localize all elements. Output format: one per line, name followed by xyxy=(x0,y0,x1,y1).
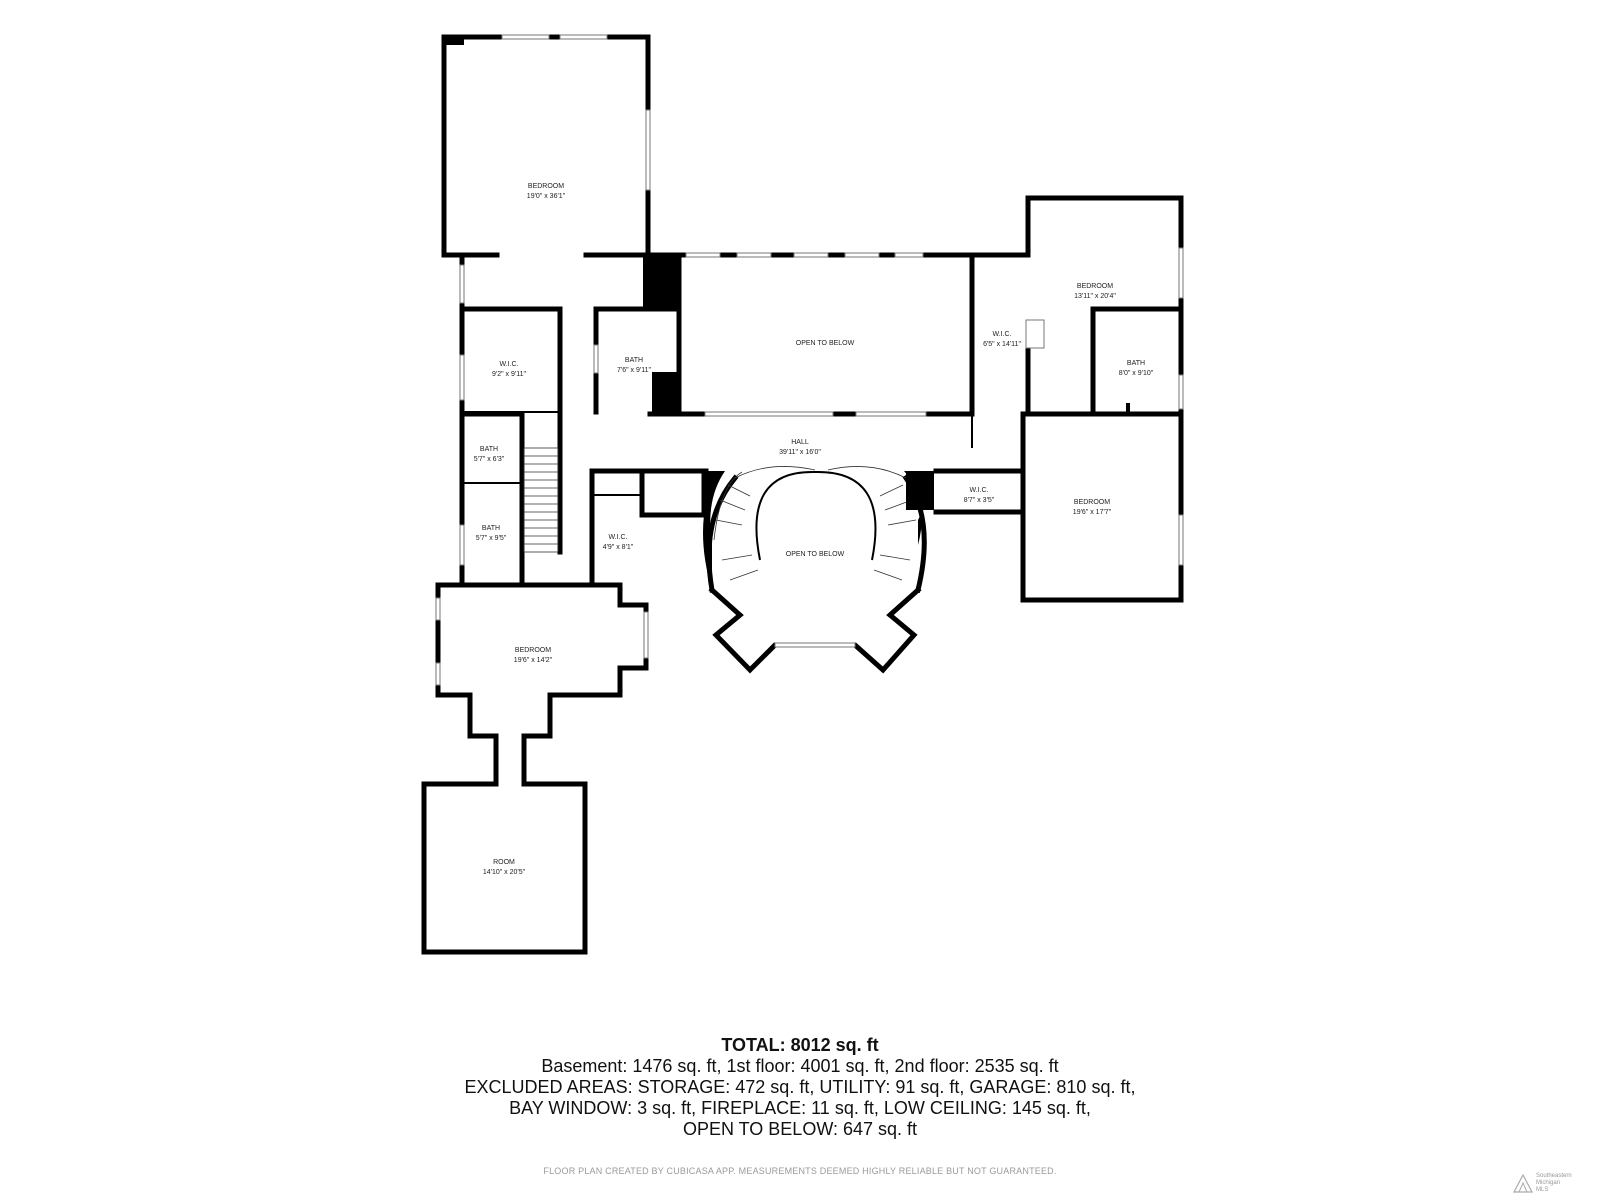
logo-line-1: Southeastern xyxy=(1536,1173,1572,1179)
label-hall: HALL 39'11" x 16'0" xyxy=(779,439,821,456)
logo-line-3: MLS xyxy=(1536,1187,1549,1193)
room-bedroom-sw xyxy=(435,582,649,739)
room-bedroom-e xyxy=(906,411,1184,603)
logo-line-2: Michigan xyxy=(1536,1180,1561,1186)
room-bath-n xyxy=(593,255,680,415)
stair-west xyxy=(523,447,559,553)
label-bedroom-ne: BEDROOM 13'11" x 20'4" xyxy=(1074,283,1116,300)
svg-text:9'2" x 9'11": 9'2" x 9'11" xyxy=(492,371,526,378)
svg-text:8'0" x 9'10": 8'0" x 9'10" xyxy=(1119,370,1154,377)
svg-text:13'11" x 20'4": 13'11" x 20'4" xyxy=(1074,293,1116,300)
svg-text:W.I.C.: W.I.C. xyxy=(499,361,518,368)
svg-text:BEDROOM: BEDROOM xyxy=(1074,499,1110,506)
label-open-to-below-c: OPEN TO BELOW xyxy=(786,551,845,558)
svg-text:14'10" x 20'5": 14'10" x 20'5" xyxy=(483,869,526,876)
svg-text:5'7" x 9'5": 5'7" x 9'5" xyxy=(476,535,507,542)
svg-text:7'6" x 9'11": 7'6" x 9'11" xyxy=(617,367,651,374)
label-bath-w1: BATH 5'7" x 6'3" xyxy=(474,446,505,463)
svg-text:OPEN TO BELOW: OPEN TO BELOW xyxy=(786,551,845,558)
room-room-s xyxy=(421,733,588,955)
svg-text:OPEN TO BELOW: OPEN TO BELOW xyxy=(796,340,855,347)
room-ne-block xyxy=(1025,195,1184,417)
label-wic-e: W.I.C. 8'7" x 3'5" xyxy=(964,487,995,504)
svg-text:W.I.C.: W.I.C. xyxy=(969,487,988,494)
mls-logo-icon xyxy=(1513,1173,1533,1193)
label-bedroom-sw: BEDROOM 19'6" x 14'2" xyxy=(514,647,553,664)
label-room-s: ROOM 14'10" x 20'5" xyxy=(483,859,526,876)
svg-text:W.I.C.: W.I.C. xyxy=(608,534,627,541)
disclaimer-footer: FLOOR PLAN CREATED BY CUBICASA APP. MEAS… xyxy=(543,1166,1057,1176)
svg-text:39'11" x 16'0": 39'11" x 16'0" xyxy=(779,449,821,456)
label-bedroom-e: BEDROOM 19'6" x 17'7" xyxy=(1073,499,1112,516)
label-bath-ne: BATH 8'0" x 9'10" xyxy=(1119,360,1154,377)
svg-text:4'9" x 8'1": 4'9" x 8'1" xyxy=(603,544,634,551)
label-wic-nw: W.I.C. 9'2" x 9'11" xyxy=(492,361,526,378)
room-bedroom-nw xyxy=(441,34,651,258)
label-open-to-below-n: OPEN TO BELOW xyxy=(796,340,855,347)
label-bath-w2: BATH 5'7" x 9'5" xyxy=(476,525,507,542)
room-open-to-below-n xyxy=(645,252,1031,417)
excluded-areas-2: BAY WINDOW: 3 sq. ft, FIREPLACE: 11 sq. … xyxy=(509,1098,1091,1118)
room-open-to-below-c xyxy=(703,466,934,674)
svg-text:BATH: BATH xyxy=(1127,360,1145,367)
label-bath-n: BATH 7'6" x 9'11" xyxy=(617,357,651,374)
svg-text:BATH: BATH xyxy=(482,525,500,532)
area-summary: TOTAL: 8012 sq. ft Basement: 1476 sq. ft… xyxy=(0,1035,1600,1140)
svg-text:BEDROOM: BEDROOM xyxy=(528,183,564,190)
floor-plan: BEDROOM 19'0" x 36'1" W.I.C. 9'2" x 9'11… xyxy=(421,34,1184,955)
svg-text:BATH: BATH xyxy=(625,357,643,364)
svg-text:19'0" x 36'1": 19'0" x 36'1" xyxy=(527,193,566,200)
svg-text:6'5" x 14'11": 6'5" x 14'11" xyxy=(983,341,1021,348)
label-wic-ne: W.I.C. 6'5" x 14'11" xyxy=(983,331,1021,348)
svg-text:BEDROOM: BEDROOM xyxy=(1077,283,1113,290)
floor-areas: Basement: 1476 sq. ft, 1st floor: 4001 s… xyxy=(541,1056,1059,1076)
svg-text:W.I.C.: W.I.C. xyxy=(992,331,1011,338)
mls-logo: Southeastern Michigan MLS xyxy=(1512,1172,1592,1196)
label-bedroom-nw: BEDROOM 19'0" x 36'1" xyxy=(527,183,566,200)
svg-text:BEDROOM: BEDROOM xyxy=(515,647,551,654)
svg-text:19'6" x 17'7": 19'6" x 17'7" xyxy=(1073,509,1112,516)
svg-text:HALL: HALL xyxy=(791,439,809,446)
room-bath-w xyxy=(459,411,563,588)
svg-text:8'7" x 3'5": 8'7" x 3'5" xyxy=(964,497,995,504)
svg-text:ROOM: ROOM xyxy=(493,859,515,866)
svg-text:BATH: BATH xyxy=(480,446,498,453)
excluded-areas-1: EXCLUDED AREAS: STORAGE: 472 sq. ft, UTI… xyxy=(464,1077,1136,1097)
svg-text:19'6" x 14'2": 19'6" x 14'2" xyxy=(514,657,553,664)
room-wic-c xyxy=(589,468,709,586)
label-wic-c: W.I.C. 4'9" x 8'1" xyxy=(603,534,634,551)
total-area: TOTAL: 8012 sq. ft xyxy=(721,1035,879,1055)
excluded-areas-3: OPEN TO BELOW: 647 sq. ft xyxy=(682,1119,918,1139)
svg-text:5'7" x 6'3": 5'7" x 6'3" xyxy=(474,456,505,463)
